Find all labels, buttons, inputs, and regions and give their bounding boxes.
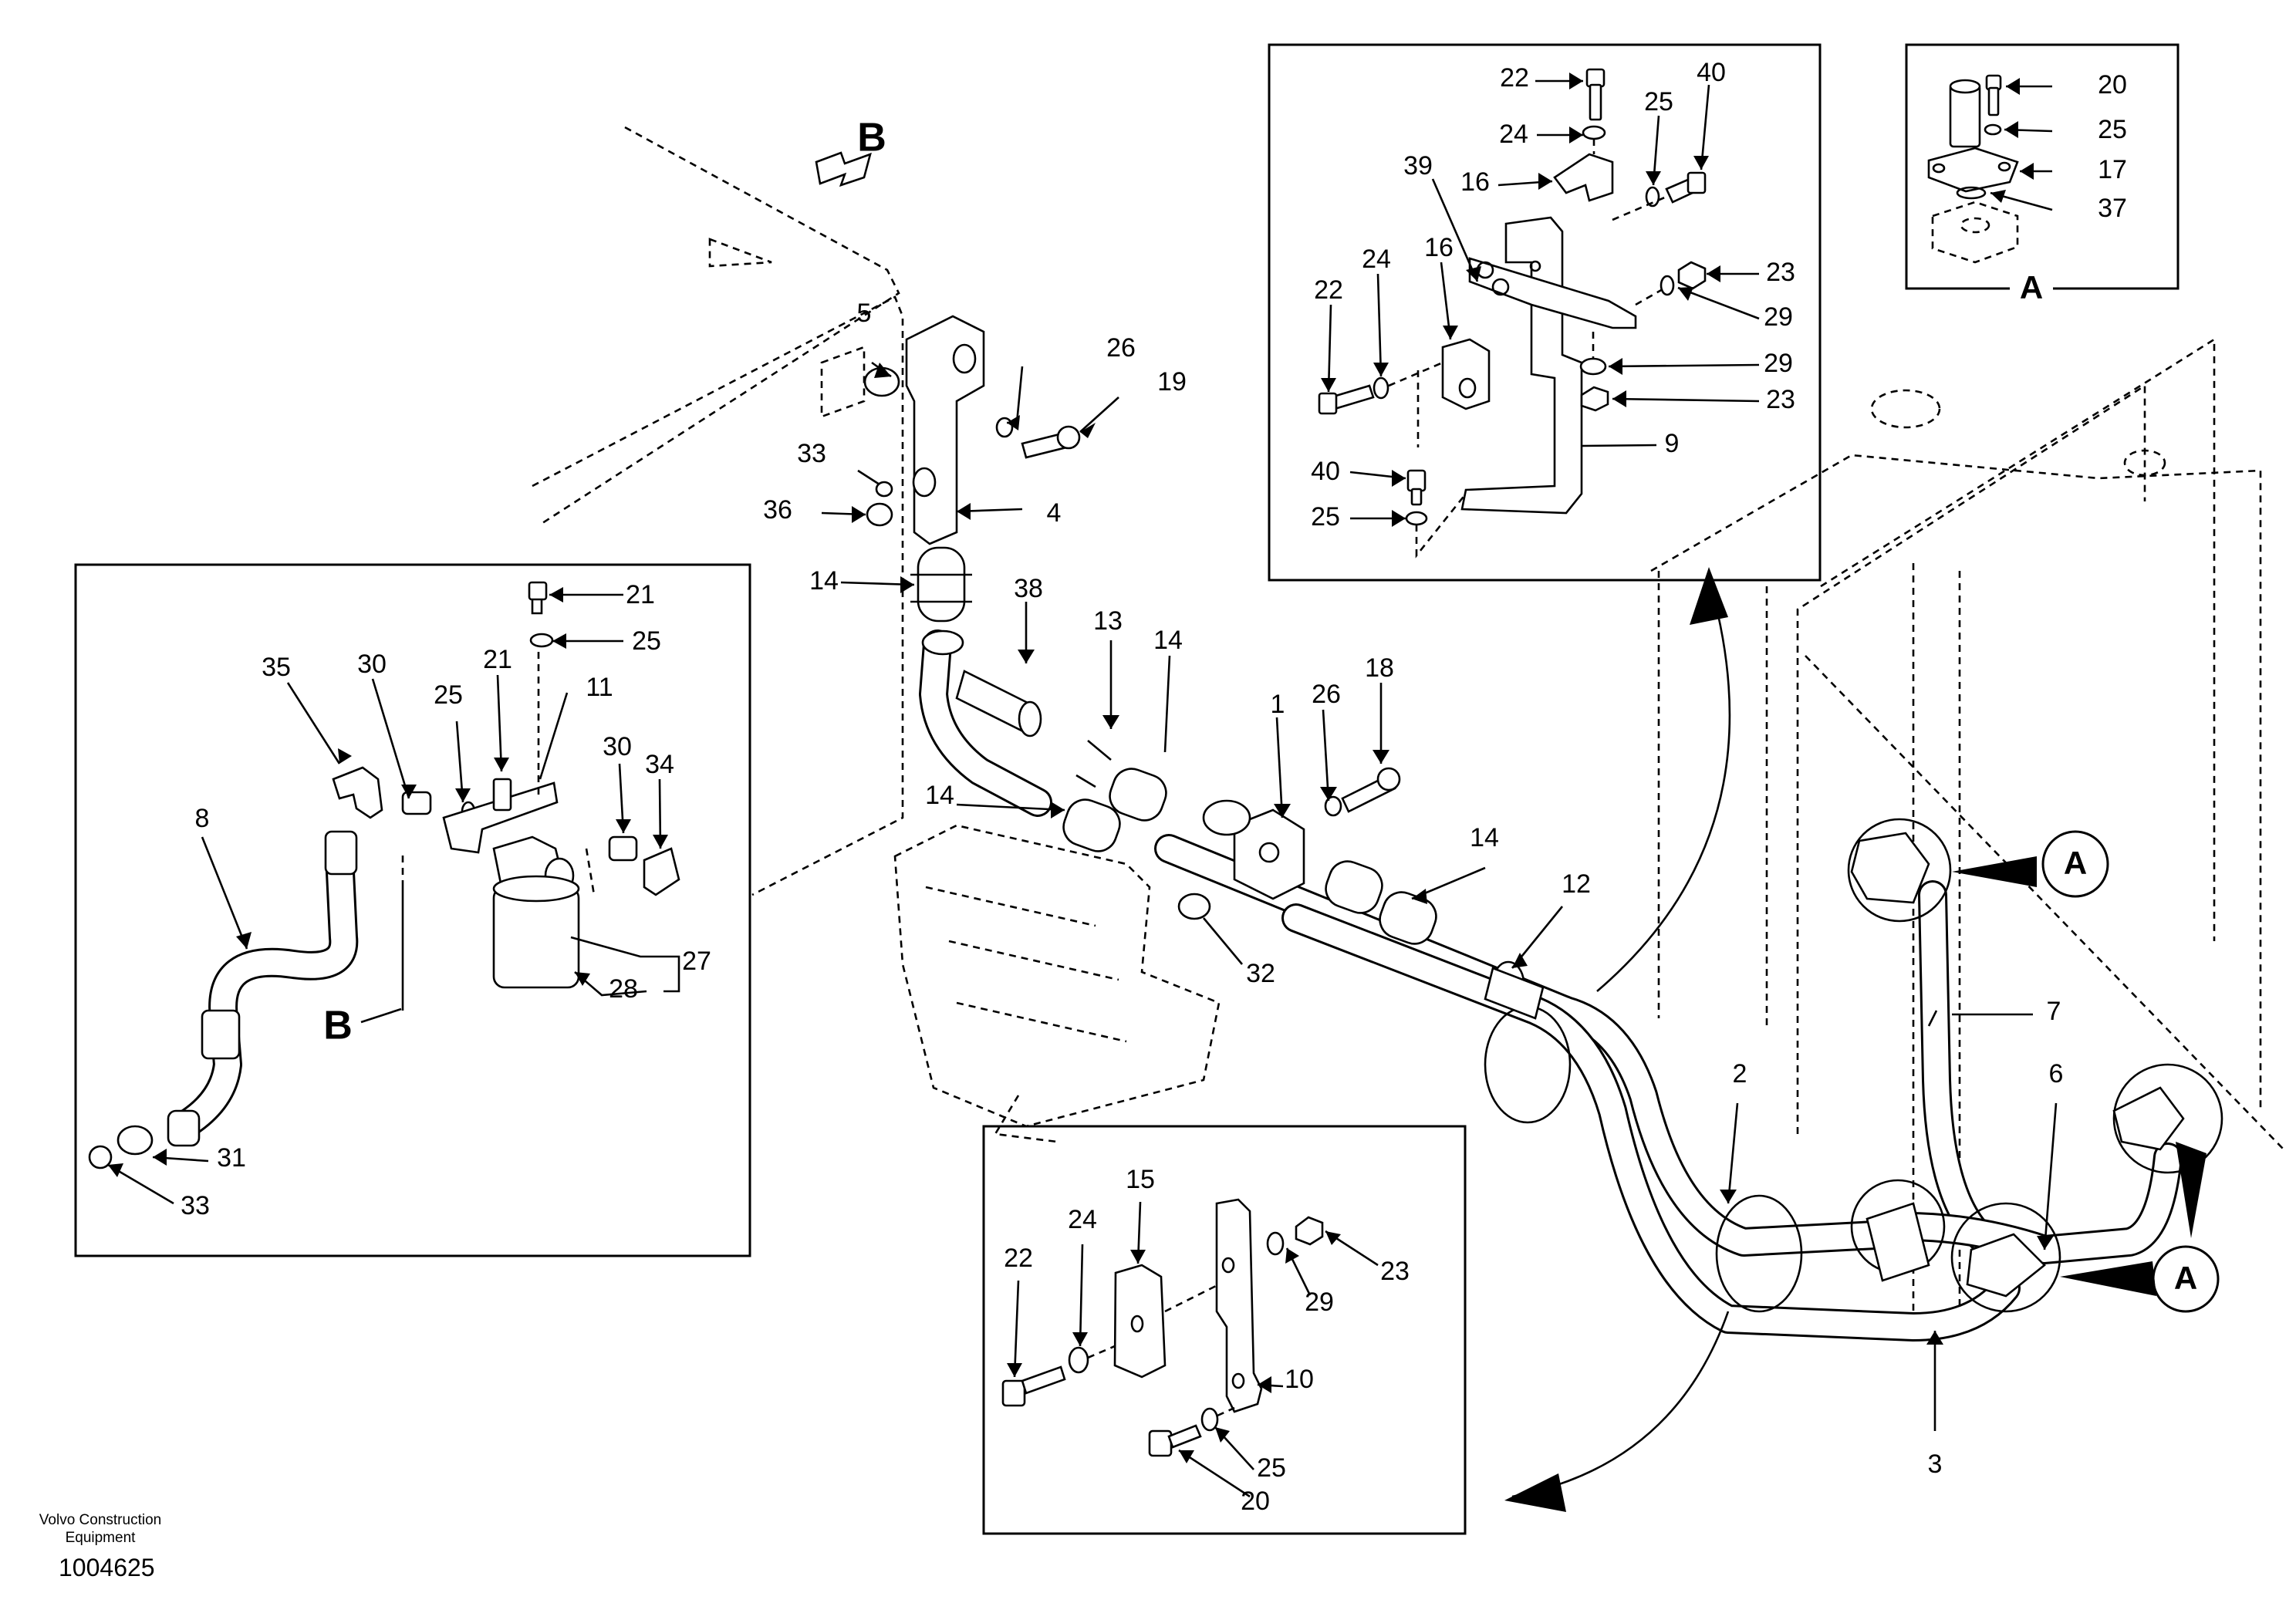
inset-bottom: 15 24 22 23 29 10 25 20 <box>982 1125 1467 1535</box>
inset-bottom-label-24: 24 <box>1068 1205 1097 1234</box>
callout-a-2-letter: A <box>2174 1260 2197 1296</box>
pipe-routes <box>919 629 2223 1342</box>
inset-top-label-16-b: 16 <box>1424 233 1454 262</box>
main-parts <box>863 315 2185 1298</box>
dashed-context <box>532 126 2284 1311</box>
label-14-a: 14 <box>809 566 839 596</box>
label-5: 5 <box>857 299 872 328</box>
main-labels: 5 26 19 33 36 4 14 38 13 14 1 26 18 14 1… <box>323 116 2220 1479</box>
inset-left: 21 25 35 30 21 11 25 30 34 8 27 28 31 33 <box>74 563 751 1257</box>
inset-bottom-frame <box>982 1125 1467 1535</box>
label-14-c: 14 <box>925 781 954 810</box>
inset-left-label-33: 33 <box>181 1191 210 1220</box>
callout-a-1-letter: A <box>2064 845 2087 881</box>
inset-left-label-11: 11 <box>586 673 613 702</box>
view-letter-b-bottom: B <box>323 1004 353 1048</box>
inset-left-label-21-b: 21 <box>483 645 512 674</box>
label-33: 33 <box>797 439 826 468</box>
main-leaders <box>360 151 2207 1512</box>
label-14-d: 14 <box>1470 823 1499 852</box>
label-38: 38 <box>1014 574 1043 603</box>
inset-left-label-25-a: 25 <box>632 626 661 656</box>
inset-top-label-16-a: 16 <box>1460 167 1490 197</box>
inset-bottom-label-15: 15 <box>1126 1165 1155 1194</box>
label-13: 13 <box>1093 606 1123 636</box>
label-18: 18 <box>1365 653 1394 683</box>
inset-a-label-20: 20 <box>2098 70 2127 100</box>
label-26-b: 26 <box>1312 680 1341 709</box>
label-6: 6 <box>2049 1059 2064 1088</box>
inset-bottom-label-22: 22 <box>1004 1244 1033 1273</box>
inset-a-caption-bg <box>2010 272 2053 309</box>
inset-top-label-24-b: 24 <box>1362 245 1391 274</box>
label-12: 12 <box>1562 869 1591 899</box>
inset-top-label-39: 39 <box>1403 151 1433 181</box>
inset-bottom-label-20: 20 <box>1241 1487 1270 1516</box>
inset-top: 22 40 24 25 39 16 16 24 22 23 29 29 23 9… <box>1268 43 1822 582</box>
figure-code: 1004625 <box>59 1554 155 1581</box>
footer: Volvo Construction Equipment 1004625 <box>39 1512 161 1581</box>
inset-top-label-25-a: 25 <box>1644 87 1673 116</box>
inset-left-label-28: 28 <box>609 974 638 1004</box>
label-19: 19 <box>1157 367 1187 397</box>
publisher-line-1: Volvo Construction <box>39 1512 161 1528</box>
inset-bottom-label-10: 10 <box>1285 1365 1314 1394</box>
inset-left-label-34: 34 <box>645 750 674 779</box>
inset-bottom-label-23: 23 <box>1380 1257 1410 1286</box>
inset-top-label-25-b: 25 <box>1311 502 1340 532</box>
label-3: 3 <box>1928 1450 1943 1479</box>
inset-left-label-8: 8 <box>195 804 210 833</box>
inset-left-label-21-a: 21 <box>626 580 655 609</box>
inset-a: 20 25 17 37 A <box>1905 43 2180 309</box>
inset-top-label-9: 9 <box>1665 429 1680 458</box>
inset-bottom-label-25: 25 <box>1257 1453 1286 1483</box>
view-letter-b-top: B <box>857 116 886 160</box>
callout-a-2 <box>2152 1245 2220 1313</box>
inset-top-label-29-a: 29 <box>1764 302 1793 332</box>
inset-left-label-27: 27 <box>682 947 711 976</box>
inset-left-label-30-a: 30 <box>357 650 387 679</box>
callout-a-1 <box>2041 830 2109 898</box>
inset-a-label-25: 25 <box>2098 115 2127 144</box>
inset-top-frame <box>1268 43 1822 582</box>
inset-top-label-22-b: 22 <box>1314 275 1343 305</box>
inset-bottom-label-29: 29 <box>1305 1288 1334 1317</box>
label-26: 26 <box>1106 333 1136 363</box>
publisher-line-2: Equipment <box>66 1530 137 1546</box>
inset-top-label-23-a: 23 <box>1766 258 1795 287</box>
label-7: 7 <box>2047 997 2061 1026</box>
label-1: 1 <box>1271 690 1285 719</box>
inset-left-frame <box>74 563 751 1257</box>
inset-left-label-30-b: 30 <box>603 732 632 761</box>
inset-left-label-25-b: 25 <box>434 680 463 710</box>
label-4: 4 <box>1047 498 1062 528</box>
inset-a-label-37: 37 <box>2098 194 2127 223</box>
label-2: 2 <box>1733 1059 1747 1088</box>
inset-top-label-40-a: 40 <box>1697 58 1726 87</box>
inset-left-label-31: 31 <box>217 1143 246 1173</box>
inset-top-label-24-a: 24 <box>1499 120 1528 149</box>
inset-top-label-23-b: 23 <box>1766 385 1795 414</box>
inset-top-label-22-a: 22 <box>1500 63 1529 93</box>
inset-top-label-29-b: 29 <box>1764 349 1793 378</box>
label-36: 36 <box>763 495 792 525</box>
label-32: 32 <box>1246 959 1275 988</box>
inset-top-label-40-b: 40 <box>1311 457 1340 486</box>
inset-a-caption: A <box>2020 269 2043 305</box>
inset-left-label-35: 35 <box>262 653 291 682</box>
inset-a-label-17: 17 <box>2098 155 2127 184</box>
label-14-b: 14 <box>1153 626 1183 655</box>
